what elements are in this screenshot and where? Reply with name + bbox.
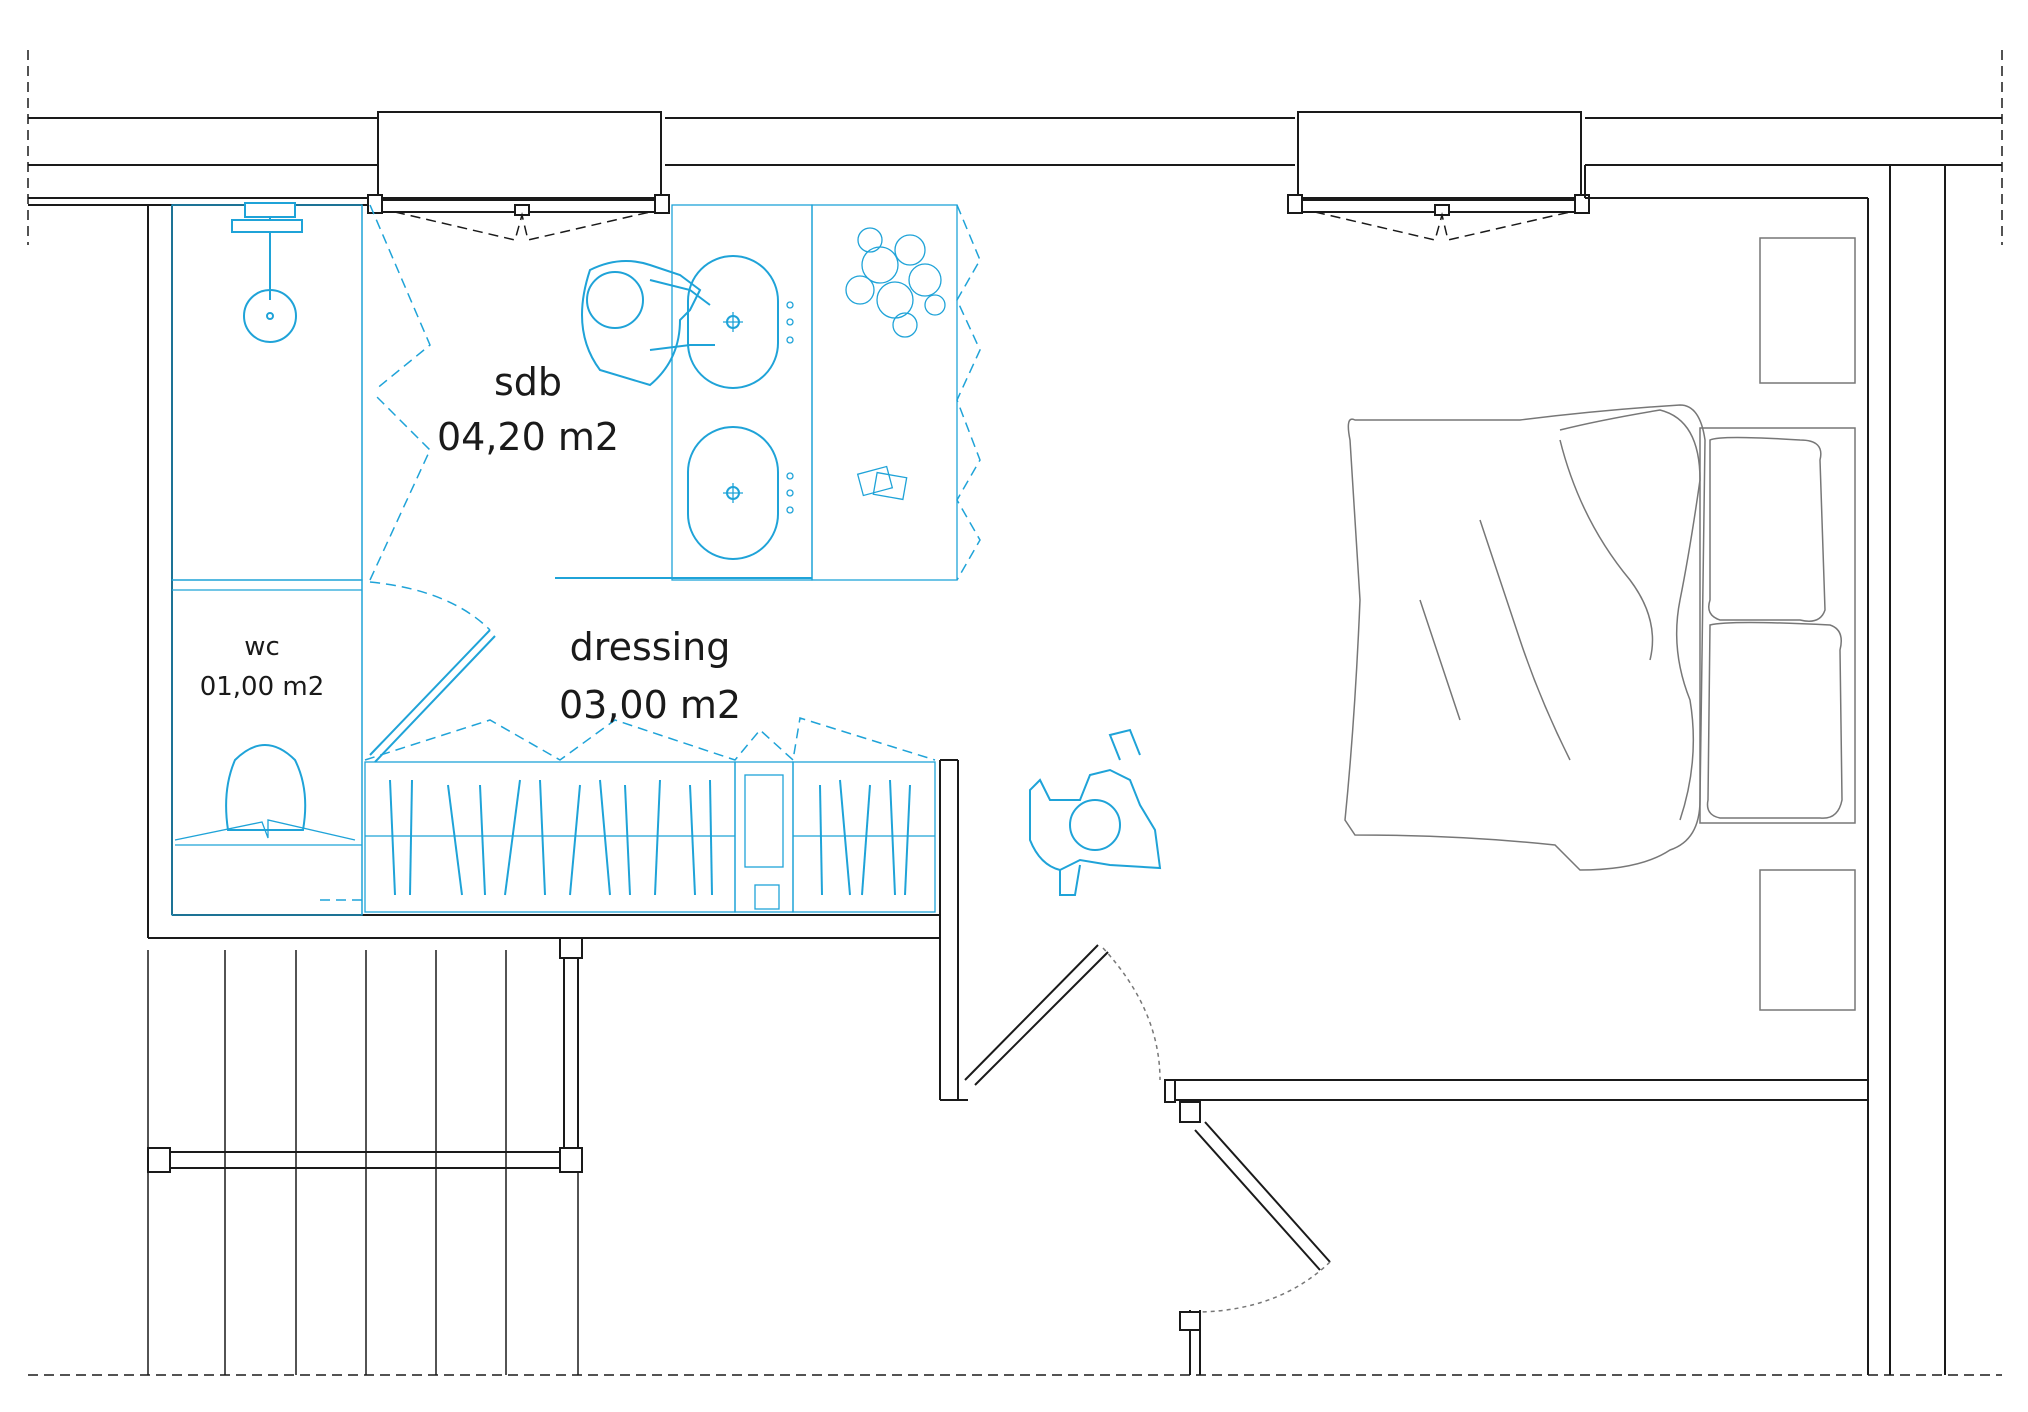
bed-icon (1344, 404, 1843, 871)
room-name-wc: wc (244, 632, 280, 662)
room-area-sdb: 04,20 m2 (437, 415, 619, 459)
person-icon-vanity (581, 260, 715, 387)
room-labels: sdb 04,20 m2 wc 01,00 m2 dressing 03,00 … (200, 360, 741, 727)
hanger-lines (389, 779, 911, 896)
sink-icon-bottom (687, 426, 794, 560)
bathroom-fixtures (171, 202, 1162, 916)
bed-headboard (1699, 427, 1856, 824)
room-area-dressing: 03,00 m2 (559, 683, 741, 727)
person-icon-dressing (1029, 728, 1162, 896)
bedroom-furniture (1344, 237, 1856, 1011)
room-name-sdb: sdb (494, 360, 562, 404)
plant-icon (845, 227, 946, 338)
room-area-wc: 01,00 m2 (200, 672, 325, 702)
toilet-icon (174, 744, 362, 846)
stairs (147, 950, 579, 1375)
window-right (1297, 111, 1582, 201)
room-name-dressing: dressing (570, 625, 731, 669)
window-left (377, 111, 662, 201)
sink-icon-top (687, 255, 794, 389)
nightstand-bottom (1759, 869, 1856, 1011)
nightstand-top (1759, 237, 1856, 384)
shower-icon (231, 202, 303, 343)
magazine-icon (856, 465, 908, 501)
doors (964, 944, 1331, 1313)
walls (27, 50, 2003, 1376)
